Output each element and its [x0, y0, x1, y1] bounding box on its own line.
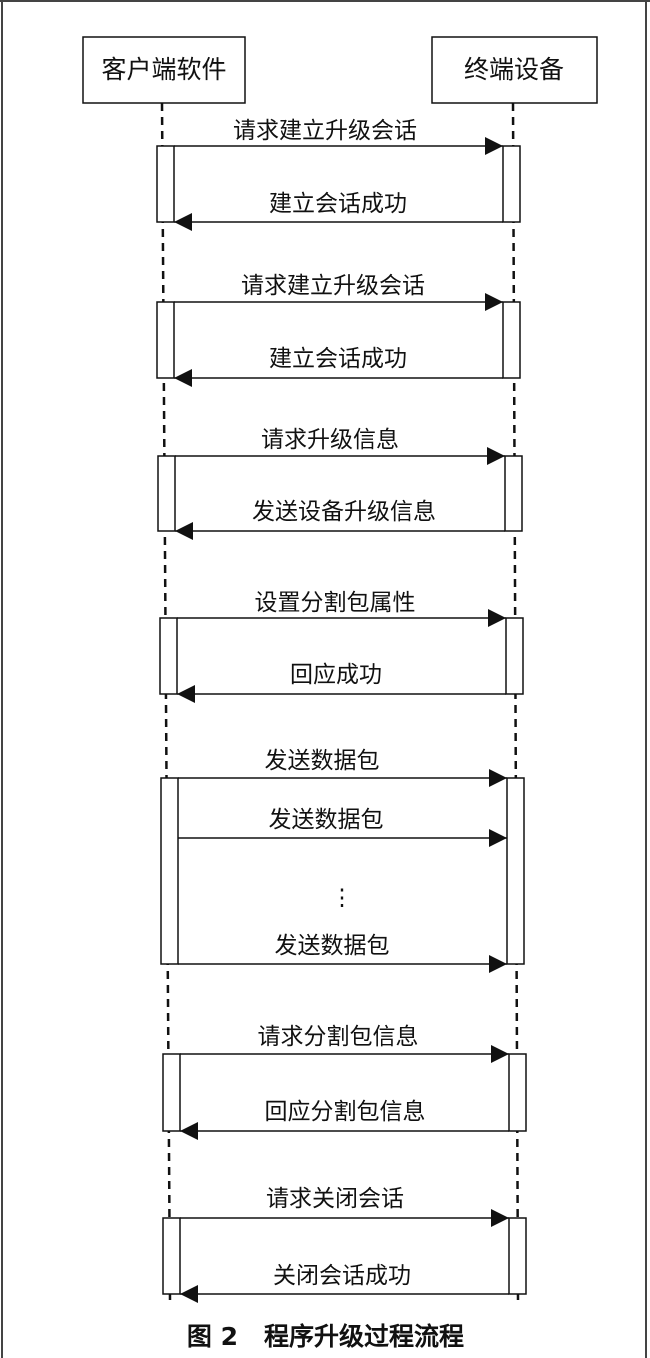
message-label: 回应分割包信息 [265, 1099, 426, 1125]
message-m9: 发送数据包 [178, 748, 507, 787]
activation-device-4 [505, 617, 524, 695]
activation-client-4 [159, 617, 178, 695]
message-label: 建立会话成功 [269, 191, 407, 217]
activation-device-3 [504, 455, 523, 532]
message-m3: 请求建立升级会话 [174, 273, 503, 311]
message-m15: 关闭会话成功 [180, 1263, 509, 1303]
message-label: 请求分割包信息 [258, 1024, 419, 1050]
figure-caption: 图 2 程序升级过程流程 [187, 1322, 464, 1351]
participant-device-label: 终端设备 [464, 55, 564, 84]
activation-device-6 [508, 1053, 527, 1132]
activation-device-7 [508, 1217, 527, 1295]
participant-client: 客户端软件 [82, 36, 246, 104]
participant-device: 终端设备 [431, 36, 598, 104]
message-label: 请求建立升级会话 [241, 273, 425, 299]
activation-device-5 [506, 777, 525, 965]
message-label: 请求关闭会话 [266, 1186, 404, 1212]
activation-boxes [156, 145, 527, 1295]
participant-client-label: 客户端软件 [101, 55, 226, 84]
message-label: 发送数据包 [275, 933, 390, 959]
activation-device-2 [502, 301, 521, 379]
message-m7: 设置分割包属性 [177, 590, 506, 627]
figure-caption-title: 程序升级过程流程 [264, 1322, 464, 1351]
message-m4: 建立会话成功 [174, 346, 503, 387]
activation-client-2 [156, 301, 175, 379]
message-label: 回应成功 [290, 662, 382, 688]
message-m2: 建立会话成功 [174, 191, 503, 231]
message-label: 请求升级信息 [261, 427, 399, 453]
message-m5: 请求升级信息 [175, 427, 505, 465]
activation-client-3 [157, 455, 176, 532]
message-label: 请求建立升级会话 [233, 118, 417, 144]
figure-caption-label: 图 2 [187, 1322, 238, 1351]
message-m13: 回应分割包信息 [180, 1099, 509, 1140]
message-label: 建立会话成功 [269, 346, 407, 372]
message-m6: 发送设备升级信息 [175, 499, 505, 540]
message-label: 发送设备升级信息 [252, 499, 436, 525]
message-label: 发送数据包 [269, 807, 384, 833]
activation-client-7 [162, 1217, 181, 1295]
ellipsis-more-packets: ⋮ [331, 885, 354, 911]
message-m10: 发送数据包 [178, 807, 507, 847]
activation-client-6 [162, 1053, 181, 1132]
message-label: 发送数据包 [265, 748, 380, 774]
message-label: 关闭会话成功 [273, 1263, 411, 1289]
activation-client-1 [156, 145, 175, 223]
activation-client-5 [160, 777, 179, 965]
message-m11: 发送数据包 [178, 933, 507, 973]
message-m8: 回应成功 [177, 662, 506, 703]
activation-device-1 [502, 145, 521, 223]
message-m14: 请求关闭会话 [180, 1186, 509, 1227]
message-label: 设置分割包属性 [255, 590, 416, 616]
message-m12: 请求分割包信息 [180, 1024, 509, 1063]
message-m1: 请求建立升级会话 [174, 118, 503, 155]
